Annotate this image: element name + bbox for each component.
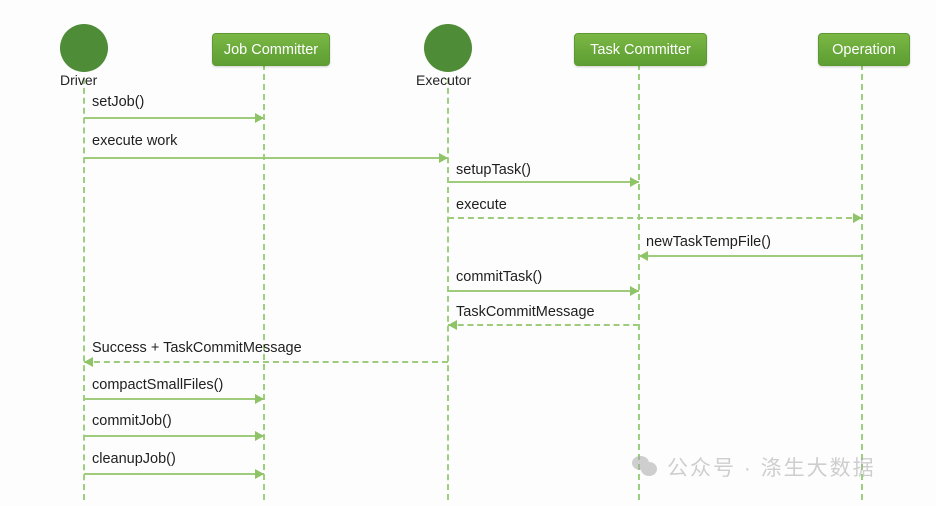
message-arrowhead-3 [853,213,862,223]
message-label-4: newTaskTempFile() [646,234,771,250]
watermark: 公众号 · 涤生大数据 [632,452,876,482]
message-line-5 [448,290,639,292]
message-label-2: setupTask() [456,162,531,178]
message-arrowhead-1 [439,153,448,163]
lifeline-operation [861,64,863,500]
message-arrowhead-8 [255,394,264,404]
message-line-1 [84,157,448,159]
message-label-3: execute [456,197,507,213]
message-label-8: compactSmallFiles() [92,377,224,393]
lifeline-driver [83,78,85,500]
message-arrowhead-7 [84,357,93,367]
message-line-7 [84,361,448,363]
message-line-6 [448,324,639,326]
message-arrowhead-2 [630,177,639,187]
message-label-1: execute work [92,133,178,149]
wechat-icon [632,456,658,478]
lifeline-job-committer [263,64,265,500]
message-line-8 [84,398,264,400]
message-line-2 [448,181,639,183]
message-label-0: setJob() [92,94,145,110]
actor-head-executor [424,24,472,72]
message-line-10 [84,473,264,475]
actor-label-driver: Driver [60,72,98,88]
actor-box-job-committer: Job Committer [212,33,330,66]
message-label-10: cleanupJob() [92,451,176,467]
message-arrowhead-10 [255,469,264,479]
message-line-4 [639,255,862,257]
lifeline-executor [447,78,449,500]
message-line-9 [84,435,264,437]
message-label-9: commitJob() [92,413,172,429]
message-line-3 [448,217,862,219]
message-arrowhead-9 [255,431,264,441]
message-line-0 [84,117,264,119]
lifeline-task-committer [638,64,640,500]
message-arrowhead-4 [639,251,648,261]
actor-box-task-committer: Task Committer [574,33,707,66]
actor-label-executor: Executor [416,72,472,88]
actor-box-operation: Operation [818,33,910,66]
actor-head-driver [60,24,108,72]
message-label-7: Success + TaskCommitMessage [92,340,302,356]
message-arrowhead-0 [255,113,264,123]
message-label-6: TaskCommitMessage [456,304,595,320]
message-arrowhead-6 [448,320,457,330]
message-arrowhead-5 [630,286,639,296]
watermark-text: 公众号 · 涤生大数据 [667,457,876,480]
message-label-5: commitTask() [456,269,543,285]
